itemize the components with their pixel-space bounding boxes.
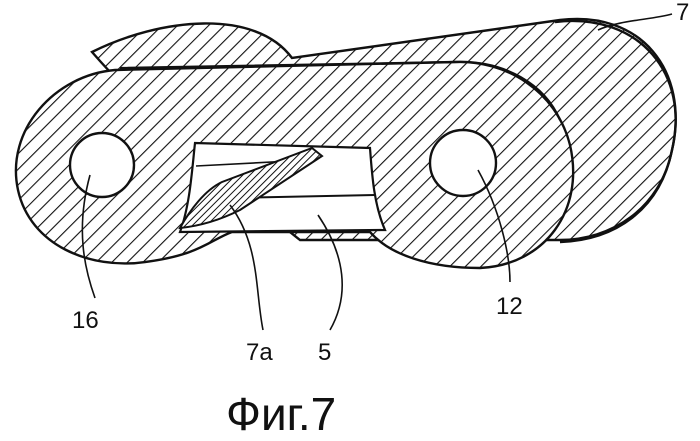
label-12: 12 [496, 293, 523, 320]
pin-hole-16 [70, 133, 134, 197]
label-7a: 7a [246, 339, 273, 366]
label-5: 5 [318, 339, 331, 366]
label-7: 7 [676, 0, 689, 26]
label-16: 16 [72, 307, 99, 334]
figure-caption: Фиг.7 [226, 388, 336, 440]
